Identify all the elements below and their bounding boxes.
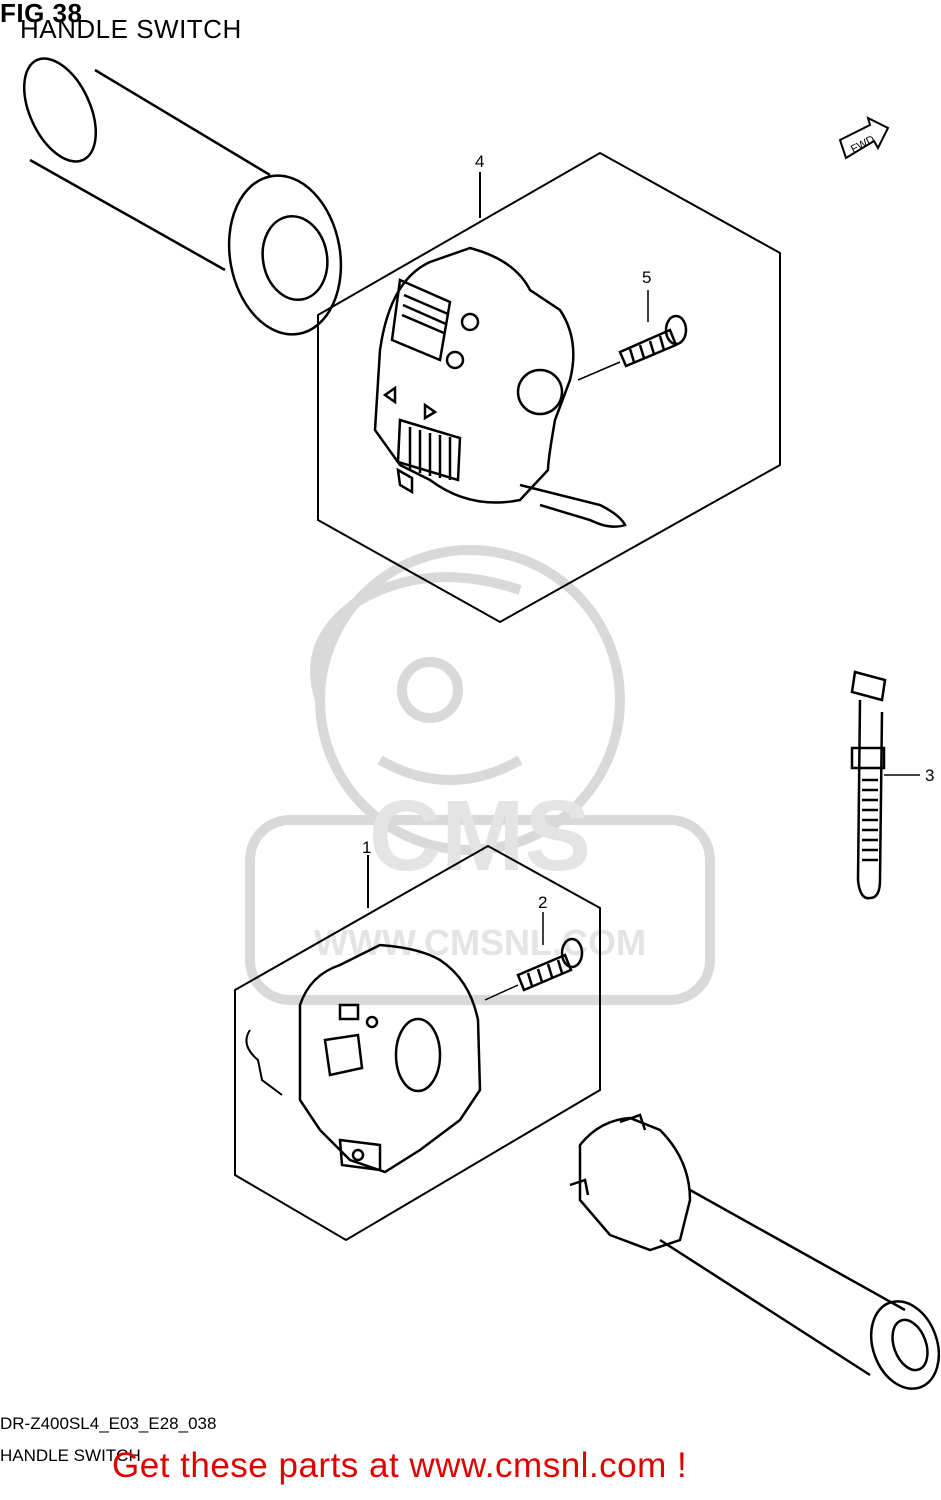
switch-right-assembly xyxy=(373,246,627,528)
fwd-arrow-icon: FWD xyxy=(838,116,890,160)
callout-2: 2 xyxy=(538,893,548,912)
svg-text:WWW.CMSNL.COM: WWW.CMSNL.COM xyxy=(314,922,646,963)
switch-right-frame xyxy=(317,151,781,624)
figure-number: FIG 38 xyxy=(0,0,83,28)
promo-link-text[interactable]: Get these parts at www.cmsnl.com ! xyxy=(112,1446,688,1485)
switch-left-assembly xyxy=(245,943,482,1174)
screw-part-2 xyxy=(484,912,584,1001)
throttle-grip xyxy=(569,1113,941,1390)
callout-4: 4 xyxy=(475,152,485,171)
diagram-name: HANDLE SWITCH xyxy=(0,1446,141,1465)
callout-5: 5 xyxy=(642,268,652,287)
screw-part-5 xyxy=(577,290,688,381)
cmsnl-watermark xyxy=(245,545,715,1005)
diagram-code: DR-Z400SL4_E03_E28_038 xyxy=(0,1414,217,1433)
watermark-text: CMS WWW.CMSNL.COM xyxy=(314,780,646,963)
cable-tie-part-3 xyxy=(850,670,920,900)
switch-left-frame xyxy=(234,844,601,1242)
callout-3: 3 xyxy=(925,766,935,785)
callout-1: 1 xyxy=(362,838,372,857)
figure-title: HANDLE SWITCH xyxy=(20,14,242,44)
svg-text:CMS: CMS xyxy=(369,780,591,892)
left-grip xyxy=(22,57,343,336)
